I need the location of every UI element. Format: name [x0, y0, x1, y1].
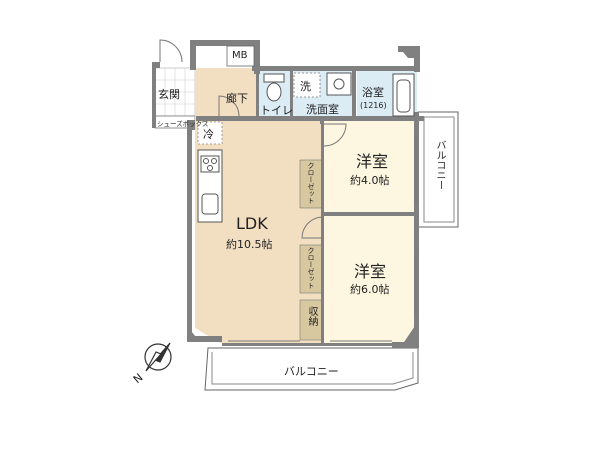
hall-label: 廊下: [226, 92, 248, 105]
genkan-label: 玄関: [158, 88, 180, 101]
washroom-label: 洗面室: [306, 103, 339, 116]
washer-label: 洗: [300, 80, 311, 93]
door-swing-room2: [301, 216, 324, 239]
closet1-label: クローゼット: [307, 162, 315, 204]
wall-corner-sw: [187, 326, 200, 342]
ldk-name: LDK: [236, 214, 268, 233]
mb-label: MB: [232, 50, 248, 61]
kitchen-counter: [197, 149, 223, 223]
bathtub-fixture: [392, 73, 415, 117]
toilet-fixture: [263, 73, 285, 102]
genkan-tile-grid: [155, 68, 195, 116]
walls: [152, 40, 424, 348]
washer-space: [293, 72, 321, 98]
ldk-floor: [195, 120, 323, 343]
balcony-side-label: バルコニー: [434, 140, 445, 190]
closet2-label: クローゼット: [307, 247, 315, 289]
basin-fixture: [326, 72, 352, 96]
windows: [228, 130, 417, 342]
mb-box: [226, 45, 255, 67]
room1-name: 洋室: [356, 152, 389, 171]
wall-corner-ne: [398, 46, 420, 58]
door-swing-hall: [218, 95, 240, 117]
room2-name: 洋室: [354, 262, 387, 281]
balcony-side-rail: [423, 116, 455, 223]
toilet-label: トイレ: [260, 104, 293, 117]
wall-corner-se: [400, 320, 419, 348]
room2-floor: [323, 215, 418, 343]
compass-icon: [144, 342, 172, 372]
balcony-bottom-rail: [211, 352, 414, 385]
ldk-area: 約10.5帖: [226, 238, 273, 251]
bath-label: 浴室: [362, 86, 384, 99]
storage-label: 収納: [306, 306, 317, 326]
balcony-bottom: [204, 347, 419, 391]
shoebox-label: シューズボックス: [157, 120, 209, 128]
hall-floor: [195, 68, 257, 120]
entrance-door-swing: [159, 39, 183, 63]
fridge-label: 冷: [203, 128, 214, 141]
balcony-bottom-label: バルコニー: [284, 365, 339, 378]
room2-area: 約6.0帖: [350, 283, 390, 296]
room1-area: 約4.0帖: [350, 174, 390, 187]
room1-floor: [323, 120, 418, 215]
fridge-space: [197, 121, 223, 145]
bath-size-label: (1216): [360, 101, 387, 110]
balcony-side: [417, 111, 459, 228]
door-swing-room1: [323, 123, 347, 147]
